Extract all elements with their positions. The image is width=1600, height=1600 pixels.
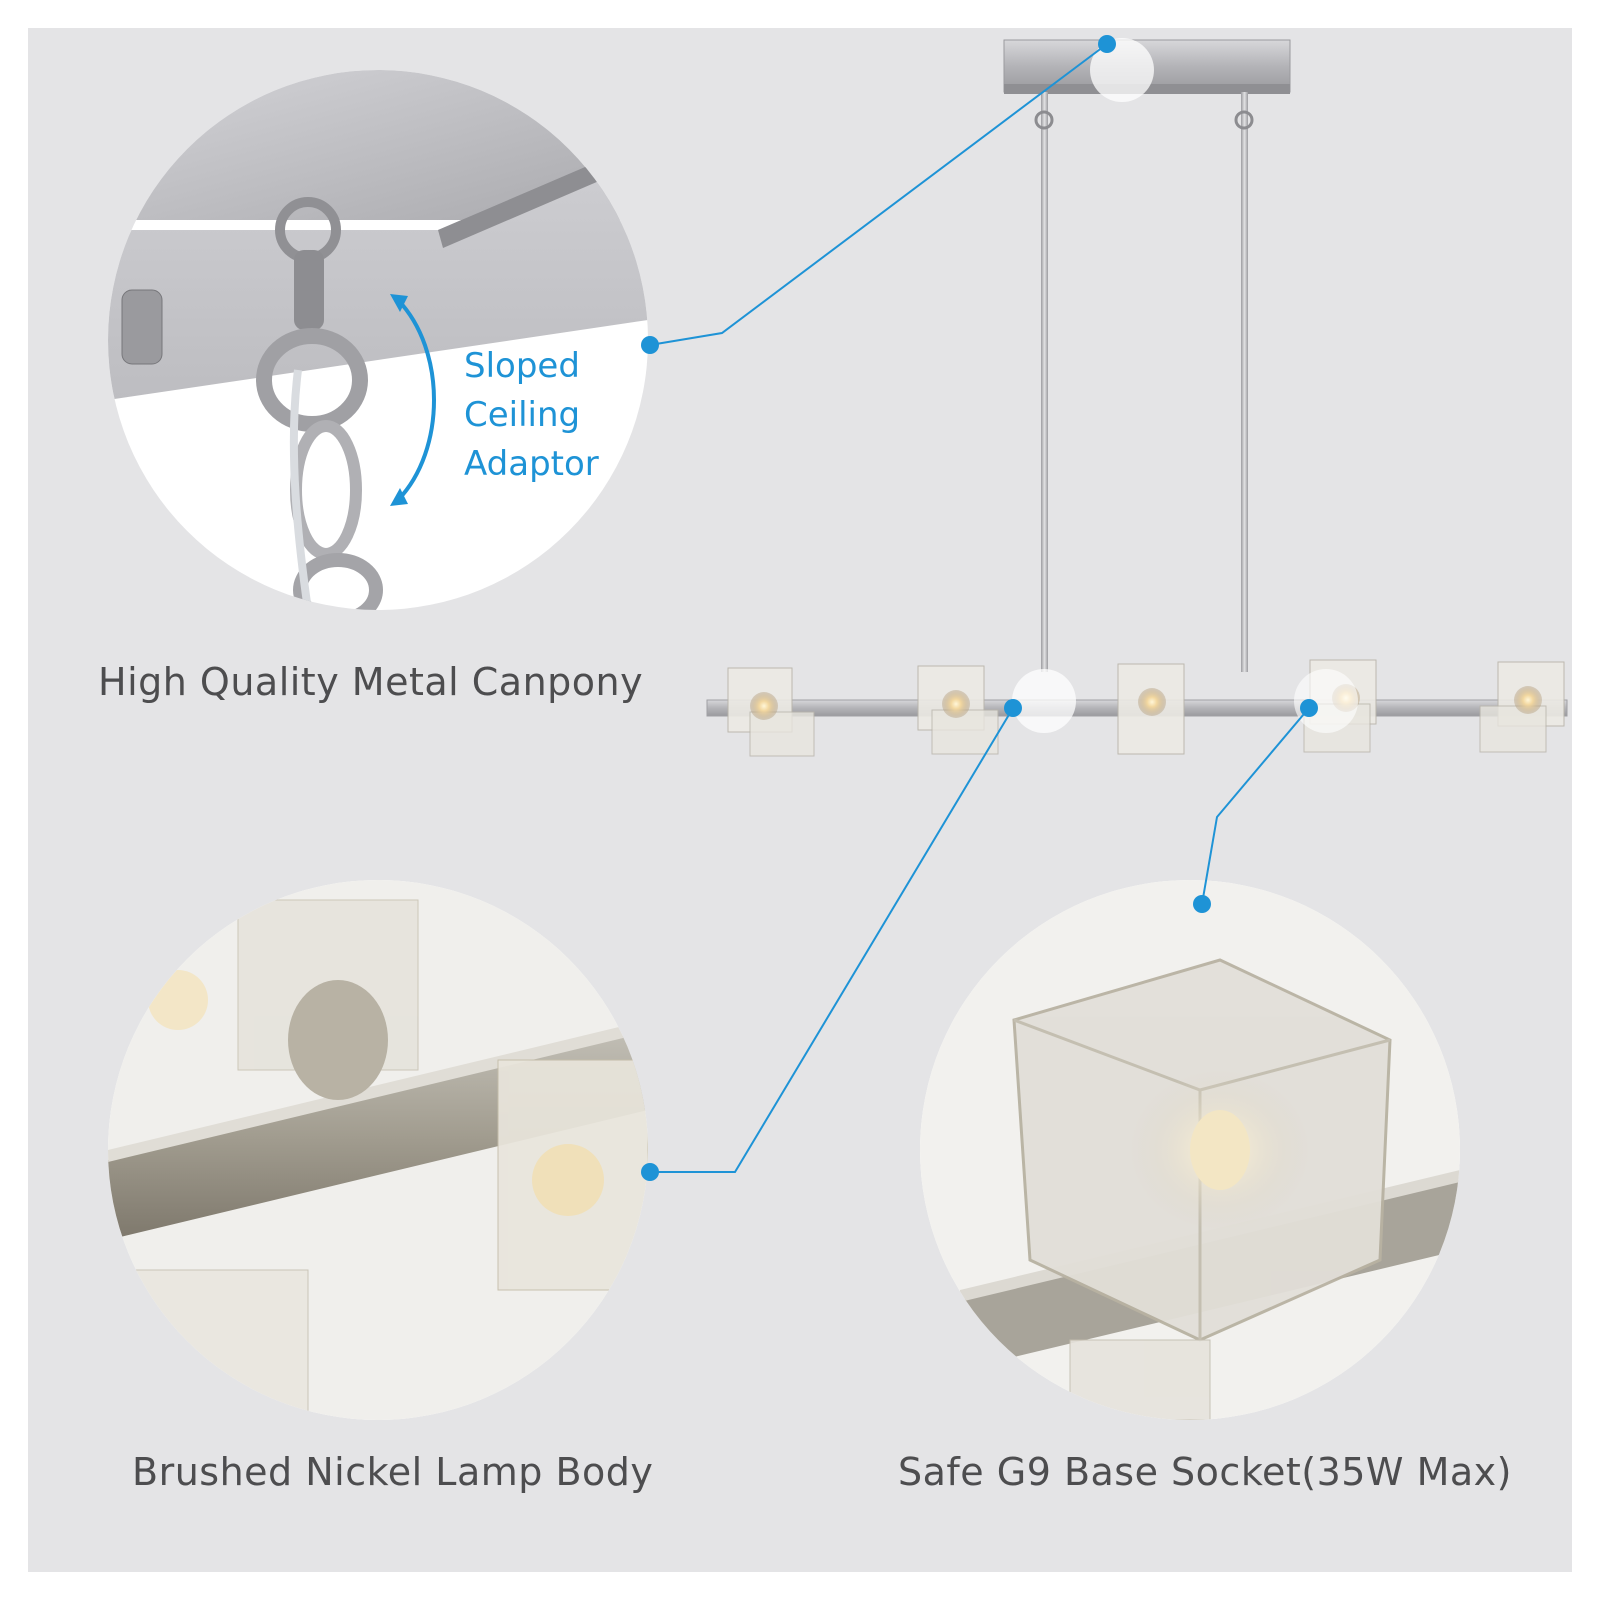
hanging-rod-left (1041, 92, 1048, 672)
canopy-detail-image (108, 70, 648, 610)
socket-detail-image (920, 880, 1460, 1420)
caption-g9-socket: Safe G9 Base Socket(35W Max) (898, 1450, 1512, 1494)
detail-circle-canopy: Sloped Ceiling Adaptor (108, 70, 648, 610)
adaptor-label-line-3: Adaptor (464, 444, 599, 484)
curved-double-arrow-icon (390, 294, 436, 506)
caption-metal-canopy: High Quality Metal Canpony (98, 660, 644, 704)
highlight-spot-bar (1012, 669, 1076, 733)
hanging-rod-right (1241, 92, 1248, 672)
sloped-ceiling-adaptor-label: Sloped Ceiling Adaptor (464, 342, 599, 489)
lamp-body-detail-image (108, 880, 648, 1420)
adaptor-label-line-2: Ceiling (464, 395, 581, 435)
detail-circle-lamp-body (108, 880, 648, 1420)
adaptor-label-line-1: Sloped (464, 346, 580, 386)
highlight-spot-socket (1294, 669, 1358, 733)
caption-lamp-body: Brushed Nickel Lamp Body (132, 1450, 654, 1494)
detail-circle-socket (920, 880, 1460, 1420)
highlight-spot-canopy (1090, 38, 1154, 102)
